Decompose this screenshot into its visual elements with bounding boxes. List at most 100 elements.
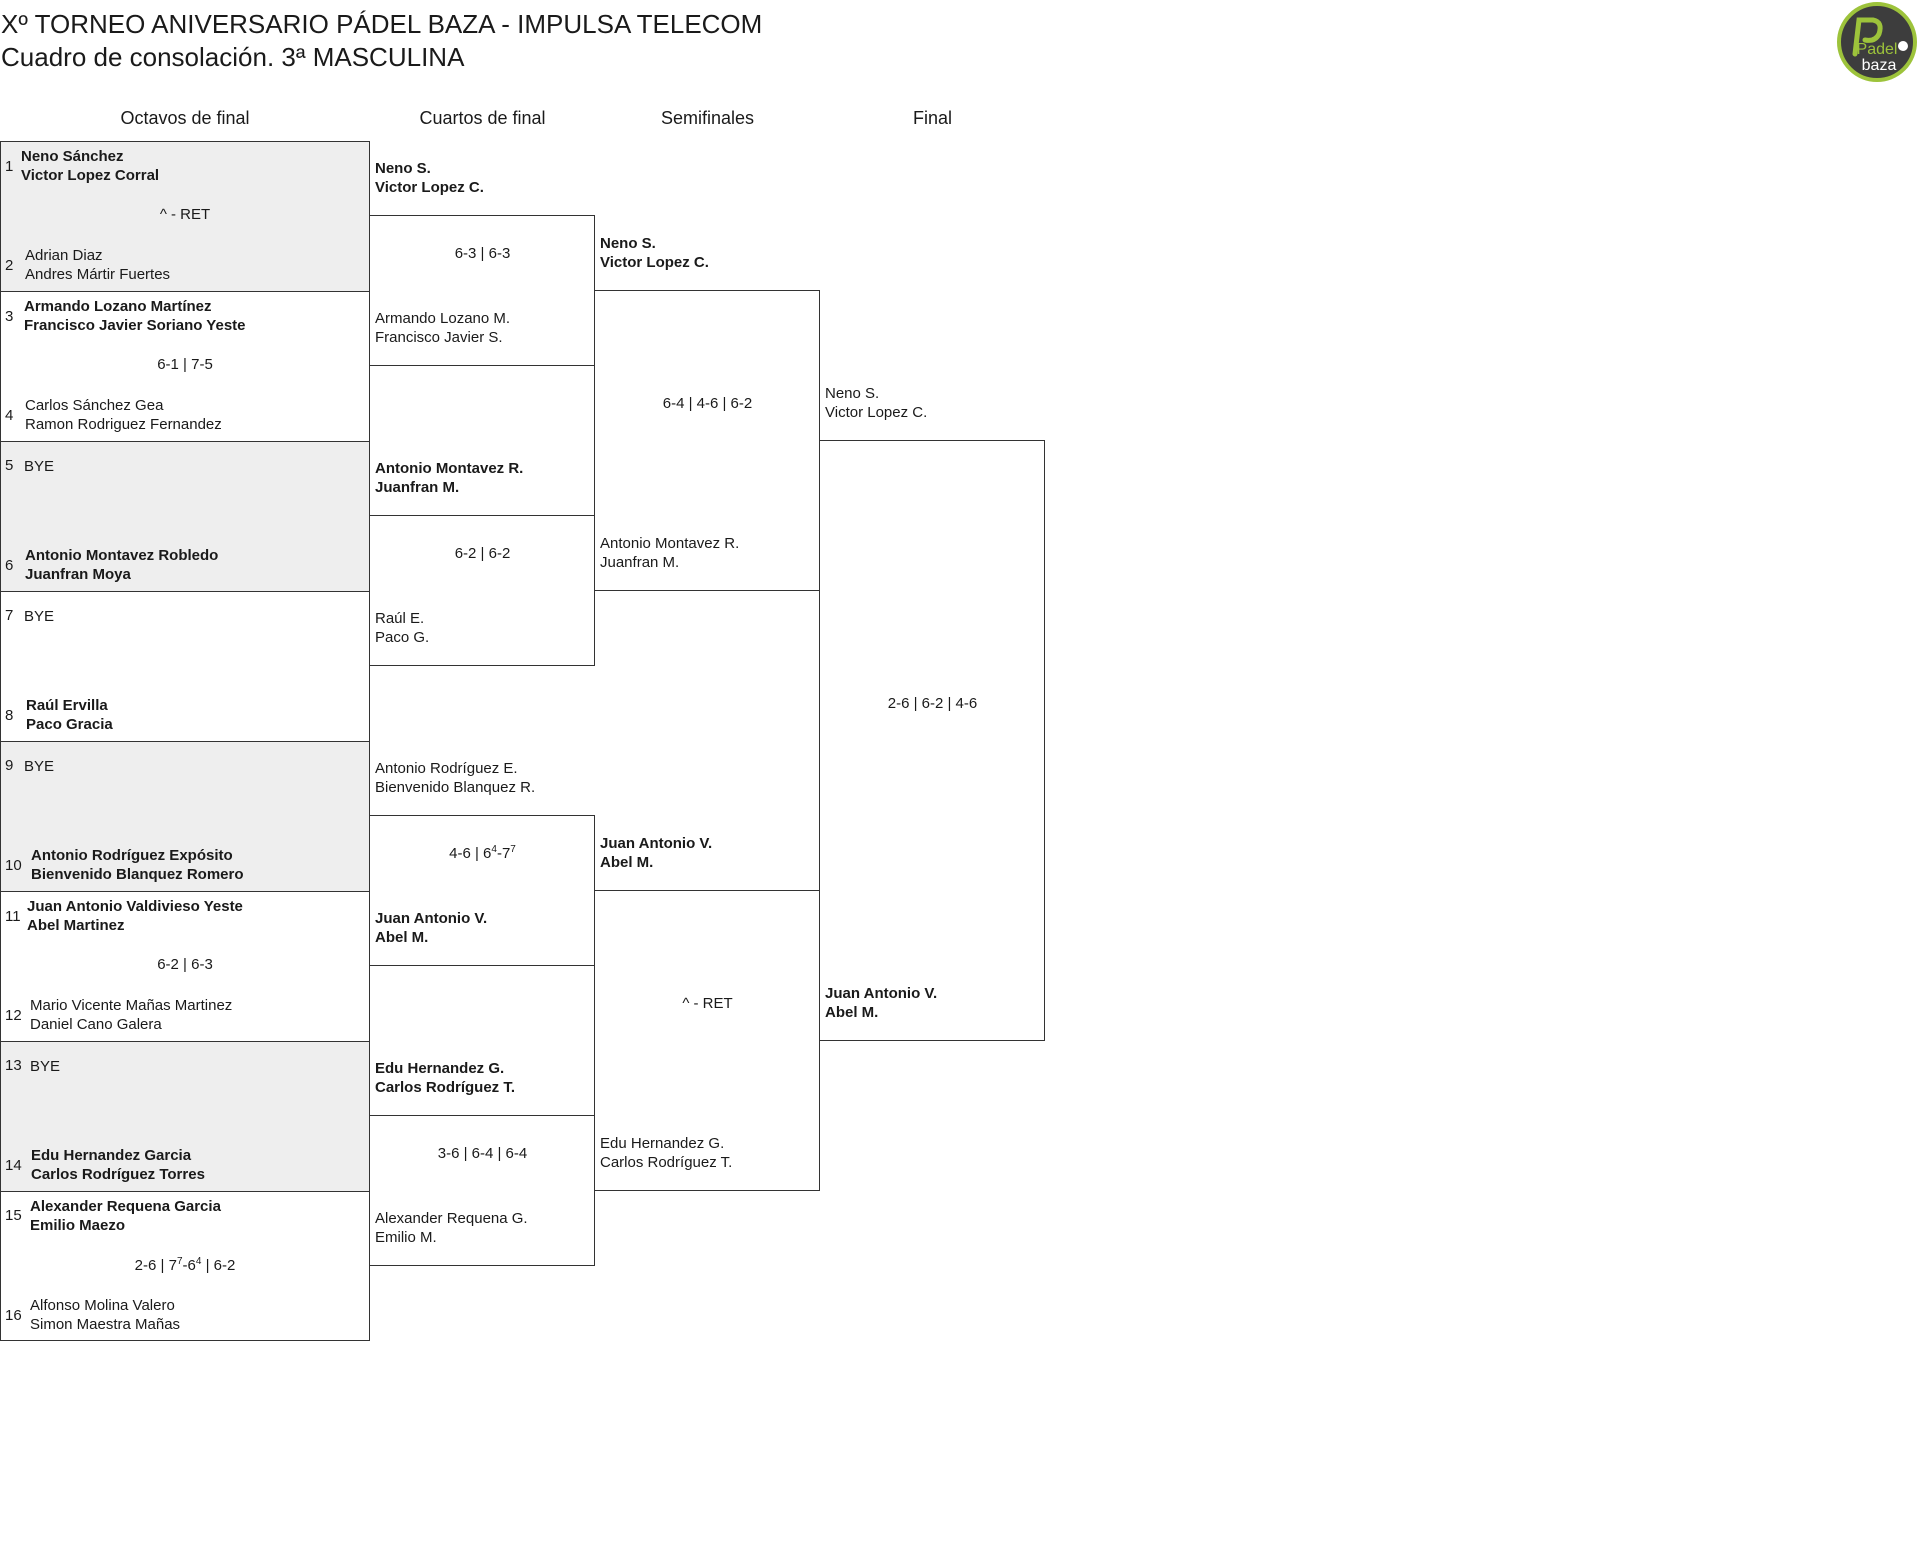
player-name: Francisco Javier S. bbox=[375, 329, 503, 346]
player-name: Victor Lopez Corral bbox=[21, 167, 160, 184]
svg-text:baza: baza bbox=[1862, 57, 1897, 74]
player-name: Abel M. bbox=[600, 854, 654, 871]
bye-label: BYE bbox=[24, 458, 55, 475]
match-score: 6-4 | 4-6 | 6-2 bbox=[662, 395, 753, 412]
player-name: Armando Lozano Martínez bbox=[24, 298, 212, 315]
match-score: ^ - RET bbox=[682, 995, 733, 1012]
seed-number: 9 bbox=[5, 757, 14, 774]
match-score: 6-2 | 6-2 bbox=[454, 545, 511, 562]
round-header-sf: Semifinales bbox=[660, 108, 755, 128]
r16-pair: BYE bbox=[24, 607, 54, 626]
match-score: 6-3 | 6-3 bbox=[454, 245, 511, 262]
seed-number: 6 bbox=[5, 557, 14, 574]
r16-pair: Neno Sánchez Victor Lopez Corral bbox=[21, 147, 159, 185]
seed-number: 10 bbox=[5, 857, 22, 874]
player-name: Mario Vicente Mañas Martinez bbox=[30, 997, 233, 1014]
round-header-qf: Cuartos de final bbox=[419, 108, 546, 128]
player-name: Neno Sánchez bbox=[21, 148, 124, 165]
seed-number: 15 bbox=[5, 1207, 22, 1224]
match-score: ^ - RET bbox=[159, 206, 211, 223]
round-header-r16: Octavos de final bbox=[120, 108, 250, 128]
seed-number: 3 bbox=[5, 308, 14, 325]
seed-number: 16 bbox=[5, 1307, 22, 1324]
player-name: Armando Lozano M. bbox=[375, 310, 511, 327]
player-name: Edu Hernandez G. bbox=[600, 1135, 725, 1152]
player-name: Abel M. bbox=[825, 1004, 879, 1021]
r16-pair: BYE bbox=[30, 1057, 60, 1076]
player-name: Alfonso Molina Valero bbox=[30, 1297, 175, 1314]
seed-number: 12 bbox=[5, 1007, 22, 1024]
r16-pair: Raúl Ervilla Paco Gracia bbox=[26, 696, 113, 734]
r16-pair: BYE bbox=[24, 757, 54, 776]
player-name: Abel Martinez bbox=[27, 917, 125, 934]
r16-pair: Adrian Diaz Andres Mártir Fuertes bbox=[25, 246, 170, 284]
qf-pair: Antonio Montavez R. Juanfran M. bbox=[375, 459, 523, 497]
seed-number: 8 bbox=[5, 707, 14, 724]
qf-pair: Raúl E. Paco G. bbox=[375, 609, 429, 647]
player-name: Juan Antonio V. bbox=[825, 985, 938, 1002]
player-name: Bienvenido Blanquez R. bbox=[375, 779, 536, 796]
player-name: Antonio Rodríguez E. bbox=[375, 760, 518, 777]
qf-pair: Alexander Requena G. Emilio M. bbox=[375, 1209, 528, 1247]
r16-pair: BYE bbox=[24, 457, 54, 476]
player-name: Neno S. bbox=[375, 160, 431, 177]
player-name: Carlos Rodríguez T. bbox=[600, 1154, 733, 1171]
player-name: Antonio Rodríguez Expósito bbox=[31, 847, 233, 864]
player-name: Abel M. bbox=[375, 929, 429, 946]
player-name: Juan Antonio Valdivieso Yeste bbox=[27, 898, 243, 915]
sf-pair: Juan Antonio V. Abel M. bbox=[600, 834, 712, 872]
player-name: Paco G. bbox=[375, 629, 430, 646]
r16-pair: Alexander Requena Garcia Emilio Maezo bbox=[30, 1197, 221, 1235]
player-name: Victor Lopez C. bbox=[600, 254, 709, 271]
player-name: Alexander Requena Garcia bbox=[30, 1198, 221, 1215]
match-score: 2-6 | 6-2 | 4-6 bbox=[887, 695, 978, 712]
player-name: Juanfran Moya bbox=[25, 566, 131, 583]
match-score: 4-6 | 64-77 bbox=[449, 844, 516, 863]
player-name: Carlos Rodríguez T. bbox=[375, 1079, 516, 1096]
seed-number: 2 bbox=[5, 257, 14, 274]
seed-number: 13 bbox=[5, 1057, 22, 1074]
r16-pair: Juan Antonio Valdivieso Yeste Abel Marti… bbox=[27, 897, 243, 935]
r16-pair: Antonio Montavez Robledo Juanfran Moya bbox=[25, 546, 218, 584]
svg-text:Padel: Padel bbox=[1857, 41, 1898, 58]
r16-pair: Antonio Rodríguez Expósito Bienvenido Bl… bbox=[31, 846, 244, 884]
bye-label: BYE bbox=[24, 758, 55, 775]
seed-number: 7 bbox=[5, 607, 14, 624]
r16-pair: Edu Hernandez Garcia Carlos Rodríguez To… bbox=[31, 1146, 205, 1184]
player-name: Victor Lopez C. bbox=[825, 404, 928, 421]
qf-pair: Edu Hernandez G. Carlos Rodríguez T. bbox=[375, 1059, 515, 1097]
r16-pair: Alfonso Molina Valero Simon Maestra Maña… bbox=[30, 1296, 180, 1334]
seed-number: 5 bbox=[5, 457, 14, 474]
player-name: Carlos Sánchez Gea bbox=[25, 397, 164, 414]
seed-number: 14 bbox=[5, 1157, 22, 1174]
qf-pair: Neno S. Victor Lopez C. bbox=[375, 159, 484, 197]
player-name: Carlos Rodríguez Torres bbox=[31, 1166, 205, 1183]
player-name: Juanfran M. bbox=[375, 479, 460, 496]
bye-label: BYE bbox=[30, 1058, 61, 1075]
qf-pair: Juan Antonio V. Abel M. bbox=[375, 909, 487, 947]
player-name: Francisco Javier Soriano Yeste bbox=[24, 317, 246, 334]
sf-pair: Edu Hernandez G. Carlos Rodríguez T. bbox=[600, 1134, 732, 1172]
player-name: Emilio Maezo bbox=[30, 1217, 126, 1234]
player-name: Juan Antonio V. bbox=[600, 835, 713, 852]
match-score: 3-6 | 6-4 | 6-4 bbox=[437, 1145, 528, 1162]
tournament-title: Xº TORNEO ANIVERSARIO PÁDEL BAZA - IMPUL… bbox=[1, 9, 763, 39]
sf-pair: Neno S. Victor Lopez C. bbox=[600, 234, 709, 272]
final-pair: Neno S. Victor Lopez C. bbox=[825, 384, 927, 422]
player-name: Neno S. bbox=[825, 385, 880, 402]
player-name: Antonio Montavez R. bbox=[375, 460, 524, 477]
player-name: Emilio M. bbox=[375, 1229, 437, 1246]
final-match-box bbox=[819, 440, 1045, 1041]
player-name: Antonio Montavez R. bbox=[600, 535, 740, 552]
match-score: 6-1 | 7-5 bbox=[157, 356, 213, 373]
player-name: Antonio Montavez Robledo bbox=[25, 547, 219, 564]
player-name: Victor Lopez C. bbox=[375, 179, 484, 196]
player-name: Andres Mártir Fuertes bbox=[25, 266, 171, 283]
r16-pair: Armando Lozano Martínez Francisco Javier… bbox=[24, 297, 246, 335]
r16-match-box bbox=[0, 141, 370, 292]
seed-number: 1 bbox=[5, 158, 14, 175]
r16-pair: Mario Vicente Mañas Martinez Daniel Cano… bbox=[30, 996, 232, 1034]
bye-label: BYE bbox=[24, 608, 55, 625]
r16-match-box bbox=[0, 1191, 370, 1341]
r16-pair: Carlos Sánchez Gea Ramon Rodriguez Ferna… bbox=[25, 396, 222, 434]
